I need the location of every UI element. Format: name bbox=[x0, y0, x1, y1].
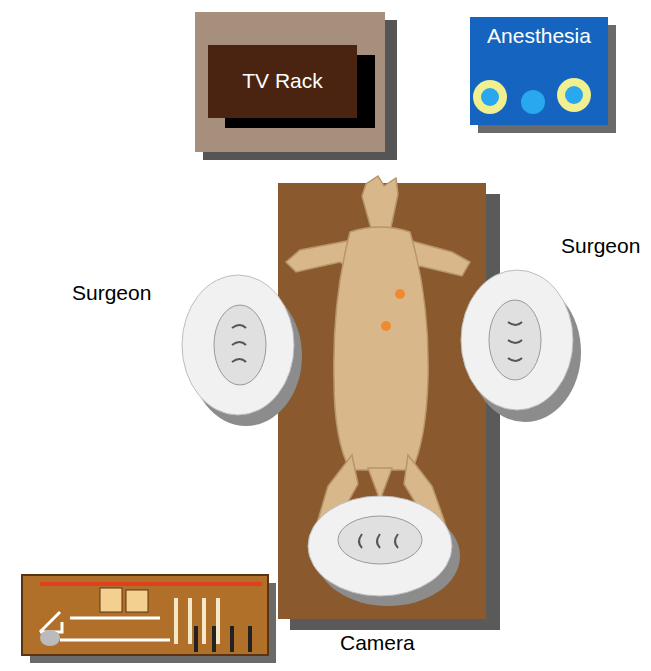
node-text: Anesthesia bbox=[487, 21, 591, 51]
surgeon-figure bbox=[461, 270, 581, 422]
spot bbox=[381, 321, 391, 331]
node-text: TV Rack bbox=[242, 66, 323, 96]
anesthesia-dials bbox=[470, 61, 608, 121]
camera-label: Camera bbox=[340, 631, 415, 655]
anesthesia-machine: Anesthesia bbox=[470, 17, 608, 125]
dial bbox=[557, 78, 591, 112]
dial bbox=[473, 80, 507, 114]
surgeon-figure bbox=[182, 275, 302, 426]
instrument-table bbox=[22, 575, 276, 663]
surgeon-label: Surgeon bbox=[561, 234, 640, 258]
tv-rack-cabinet bbox=[195, 12, 385, 152]
dial-center bbox=[565, 86, 583, 104]
dial-center bbox=[481, 88, 499, 106]
surgeon-label: Surgeon bbox=[72, 281, 151, 305]
tv-rack-box: TV Rack bbox=[208, 45, 357, 118]
spot bbox=[395, 289, 405, 299]
dial bbox=[521, 90, 545, 114]
operating-table bbox=[278, 183, 486, 619]
camera-operator-figure bbox=[308, 496, 460, 606]
